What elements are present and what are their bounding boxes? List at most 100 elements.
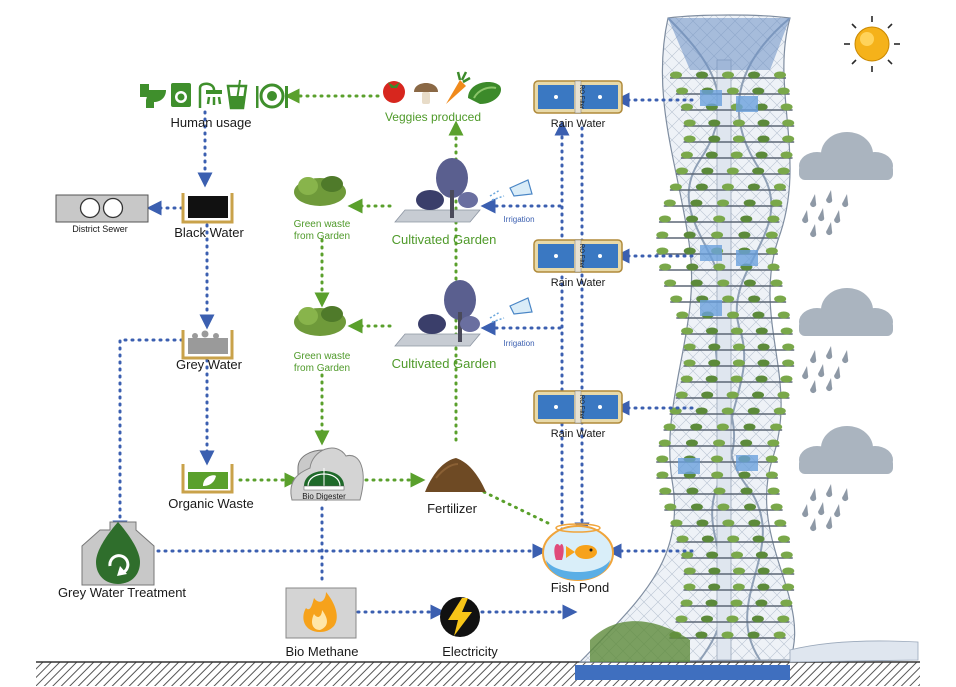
grey-water-tank [181,330,234,360]
planter [757,343,770,351]
planter [732,359,745,367]
flame-icon [303,592,337,632]
planter [755,551,768,559]
planter [731,551,744,559]
planter [730,151,743,159]
planter [740,439,753,447]
planter [730,327,743,335]
planter [777,87,790,95]
planter [656,455,669,463]
planter [726,615,739,623]
ro-filter-label: RO Filter [578,85,584,109]
planter [683,359,696,367]
planter [743,423,756,431]
planter [708,567,721,575]
planter [705,599,718,607]
organic-waste-label: Organic Waste [168,496,254,511]
planter [656,471,669,479]
planter [713,263,726,271]
planter [670,295,683,303]
fertilizer-pile [425,458,486,492]
planter [722,295,735,303]
bio-digester-label: Bio Digester [302,492,346,501]
planter [727,535,740,543]
planter [701,167,714,175]
planter [717,279,730,287]
planter [680,375,693,383]
planter [755,151,768,159]
planter [774,519,787,527]
washing-machine-icon [171,83,191,107]
cultivated-garden-2 [394,280,533,347]
planter [713,487,726,495]
planter [690,199,703,207]
vertical-farm-tower [575,14,919,680]
planter [777,167,790,175]
fish-pond-label: Fish Pond [551,580,610,595]
planter [683,135,696,143]
planter [767,215,780,223]
planter [780,551,793,559]
lightning-icon [440,597,480,637]
planter [740,215,753,223]
planter [658,215,671,223]
planter [738,471,751,479]
planter [738,231,751,239]
irrigation-1-label: Irrigation [503,215,534,224]
planter [676,87,689,95]
green-waste-1-line2: from Garden [294,231,350,242]
planter [711,231,724,239]
veggies-icons [383,71,502,104]
planter [696,71,708,79]
fertilizer-label: Fertilizer [427,501,478,516]
planter [664,279,677,287]
planter [706,551,719,559]
planter [743,279,756,287]
planter [676,535,689,543]
planter [730,599,743,607]
planter [663,199,676,207]
planter [683,231,696,239]
planter [782,567,795,575]
planter [774,71,786,79]
planter [732,343,745,351]
planter [690,279,703,287]
planter [675,615,688,623]
planter [755,375,768,383]
planter [774,295,787,303]
electricity-label: Electricity [442,644,498,659]
planter [713,439,726,447]
planter [663,423,676,431]
lettuce-icon [468,82,502,104]
planter [732,583,745,591]
planter [780,375,793,383]
planter [711,471,724,479]
planter [664,503,677,511]
planter [777,535,790,543]
planter [757,135,770,143]
planter [686,215,699,223]
black-water-label: Black Water [174,225,244,240]
planter [747,407,760,415]
planter [767,487,780,495]
bio-digester [290,447,364,501]
veggies-label: Veggies produced [385,110,481,124]
planter [780,327,793,335]
carrot-icon [446,71,471,104]
grey-water-label: Grey Water [176,357,243,372]
green-waste-bush-1 [294,176,346,206]
rain-water-label: Rain Water [551,428,606,440]
grey-water-treatment [81,521,155,586]
planter [777,391,790,399]
planter [757,119,770,127]
planter [683,567,696,575]
planter [690,503,703,511]
planter [752,311,765,319]
planter [722,71,734,79]
planter [656,247,669,255]
planter [726,87,739,95]
planter [773,631,786,639]
planter [773,183,786,191]
planter [695,631,708,639]
planter [777,615,790,623]
